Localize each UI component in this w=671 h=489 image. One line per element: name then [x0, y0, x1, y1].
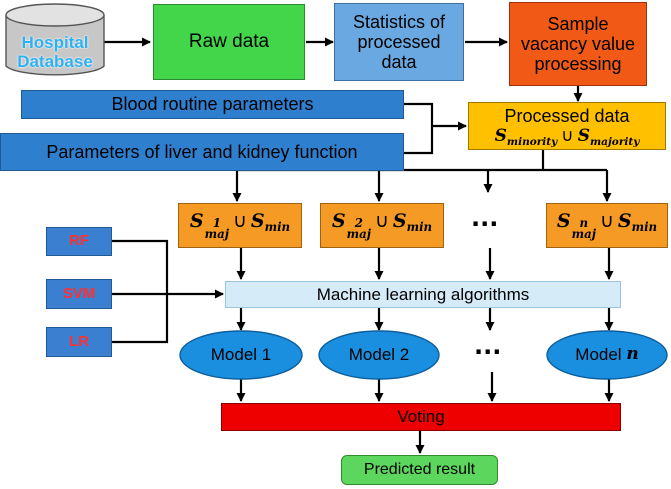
subset-n-base2: S [617, 209, 632, 232]
classifier-lr-box: LR [46, 327, 112, 357]
subset-1-sup: 1 [212, 215, 221, 230]
model-1-text: Model 1 [210, 345, 272, 365]
database-cylinder-icon [5, 3, 105, 76]
subset-n-sup: n [579, 215, 589, 230]
classifier-svm-box: SVM [46, 279, 112, 309]
model-n-text: Model [575, 345, 622, 365]
liver-kidney-parameters-bar: Parameters of liver and kidney function [0, 133, 404, 171]
model-1-label: Model 1 [180, 343, 302, 367]
subset-2-sup: 2 [354, 215, 363, 230]
subset-2-sub: maj [346, 227, 371, 241]
processed-union-symbol: ∪ [561, 125, 574, 146]
hospital-database-label: Hospital Database [6, 28, 104, 76]
statistics-line2: processed [357, 31, 441, 52]
model-ellipsis: ··· [474, 338, 502, 366]
model-n-label: Model n [547, 343, 667, 367]
processed-set-s2-sub: majority [590, 135, 640, 148]
statistics-line3: data [381, 52, 417, 73]
subset-n-union: ∪ [599, 209, 614, 232]
vacancy-line3: processing [534, 54, 622, 75]
classifier-rf-box: RF [46, 227, 112, 256]
predicted-result-box: Predicted result [341, 455, 498, 485]
model-2-text: Model 2 [348, 345, 410, 365]
subset-2-sub2: min [406, 220, 433, 235]
vacancy-line2: vacancy value [520, 33, 636, 54]
subset-1-union: ∪ [232, 209, 247, 232]
database-line1: Hospital [21, 32, 89, 52]
subset-2-union: ∪ [374, 209, 389, 232]
connector-liver-params [404, 126, 434, 155]
model-n-shape [546, 330, 668, 380]
classifier-lr-label: LR [69, 332, 89, 350]
ml-algorithms-label: Machine learning algorithms [316, 284, 530, 304]
subset-1-base: S [189, 209, 204, 232]
processed-set-s1-sub: minority [506, 135, 558, 148]
subset-1-sub2: min [264, 220, 291, 235]
raw-data-box: Raw data [153, 4, 305, 80]
classifier-svm-label: SVM [62, 284, 96, 302]
subset-n-sub: maj [571, 227, 596, 241]
liver-params-label: Parameters of liver and kidney function [46, 141, 358, 162]
connector-lr [112, 294, 169, 344]
subset-2-base2: S [392, 209, 407, 232]
subset-n-base: S [556, 209, 571, 232]
connector-blood-params [404, 102, 434, 126]
predicted-result-label: Predicted result [363, 461, 476, 479]
raw-data-label: Raw data [188, 31, 270, 53]
voting-label: Voting [397, 407, 445, 427]
connector-rf [112, 239, 169, 294]
subset-1-sub: maj [204, 227, 229, 241]
model-2-label: Model 2 [319, 343, 439, 367]
subset-1-base2: S [250, 209, 265, 232]
blood-params-label: Blood routine parameters [111, 94, 314, 115]
processed-set-s2: S [577, 125, 591, 146]
statistics-box: Statistics of processed data [334, 3, 464, 81]
blood-routine-parameters-bar: Blood routine parameters [21, 90, 404, 119]
ml-algorithms-bar: Machine learning algorithms [225, 281, 621, 308]
subset-ellipsis: ··· [471, 210, 499, 238]
vacancy-processing-box: Sample vacancy value processing [509, 2, 647, 86]
model-n-italic: n [626, 344, 639, 365]
model-1-shape [179, 330, 303, 380]
classifier-rf-label: RF [69, 232, 89, 250]
subset-2-base: S [331, 209, 346, 232]
processed-set-s1: S [494, 125, 507, 146]
processed-data-title: Processed data [504, 106, 630, 127]
statistics-line1: Statistics of [352, 11, 446, 32]
subset-n-sub2: min [631, 220, 658, 235]
model-2-shape [318, 330, 440, 380]
database-line2: Database [17, 52, 93, 71]
vacancy-line1: Sample [547, 13, 609, 34]
voting-bar: Voting [221, 403, 621, 431]
